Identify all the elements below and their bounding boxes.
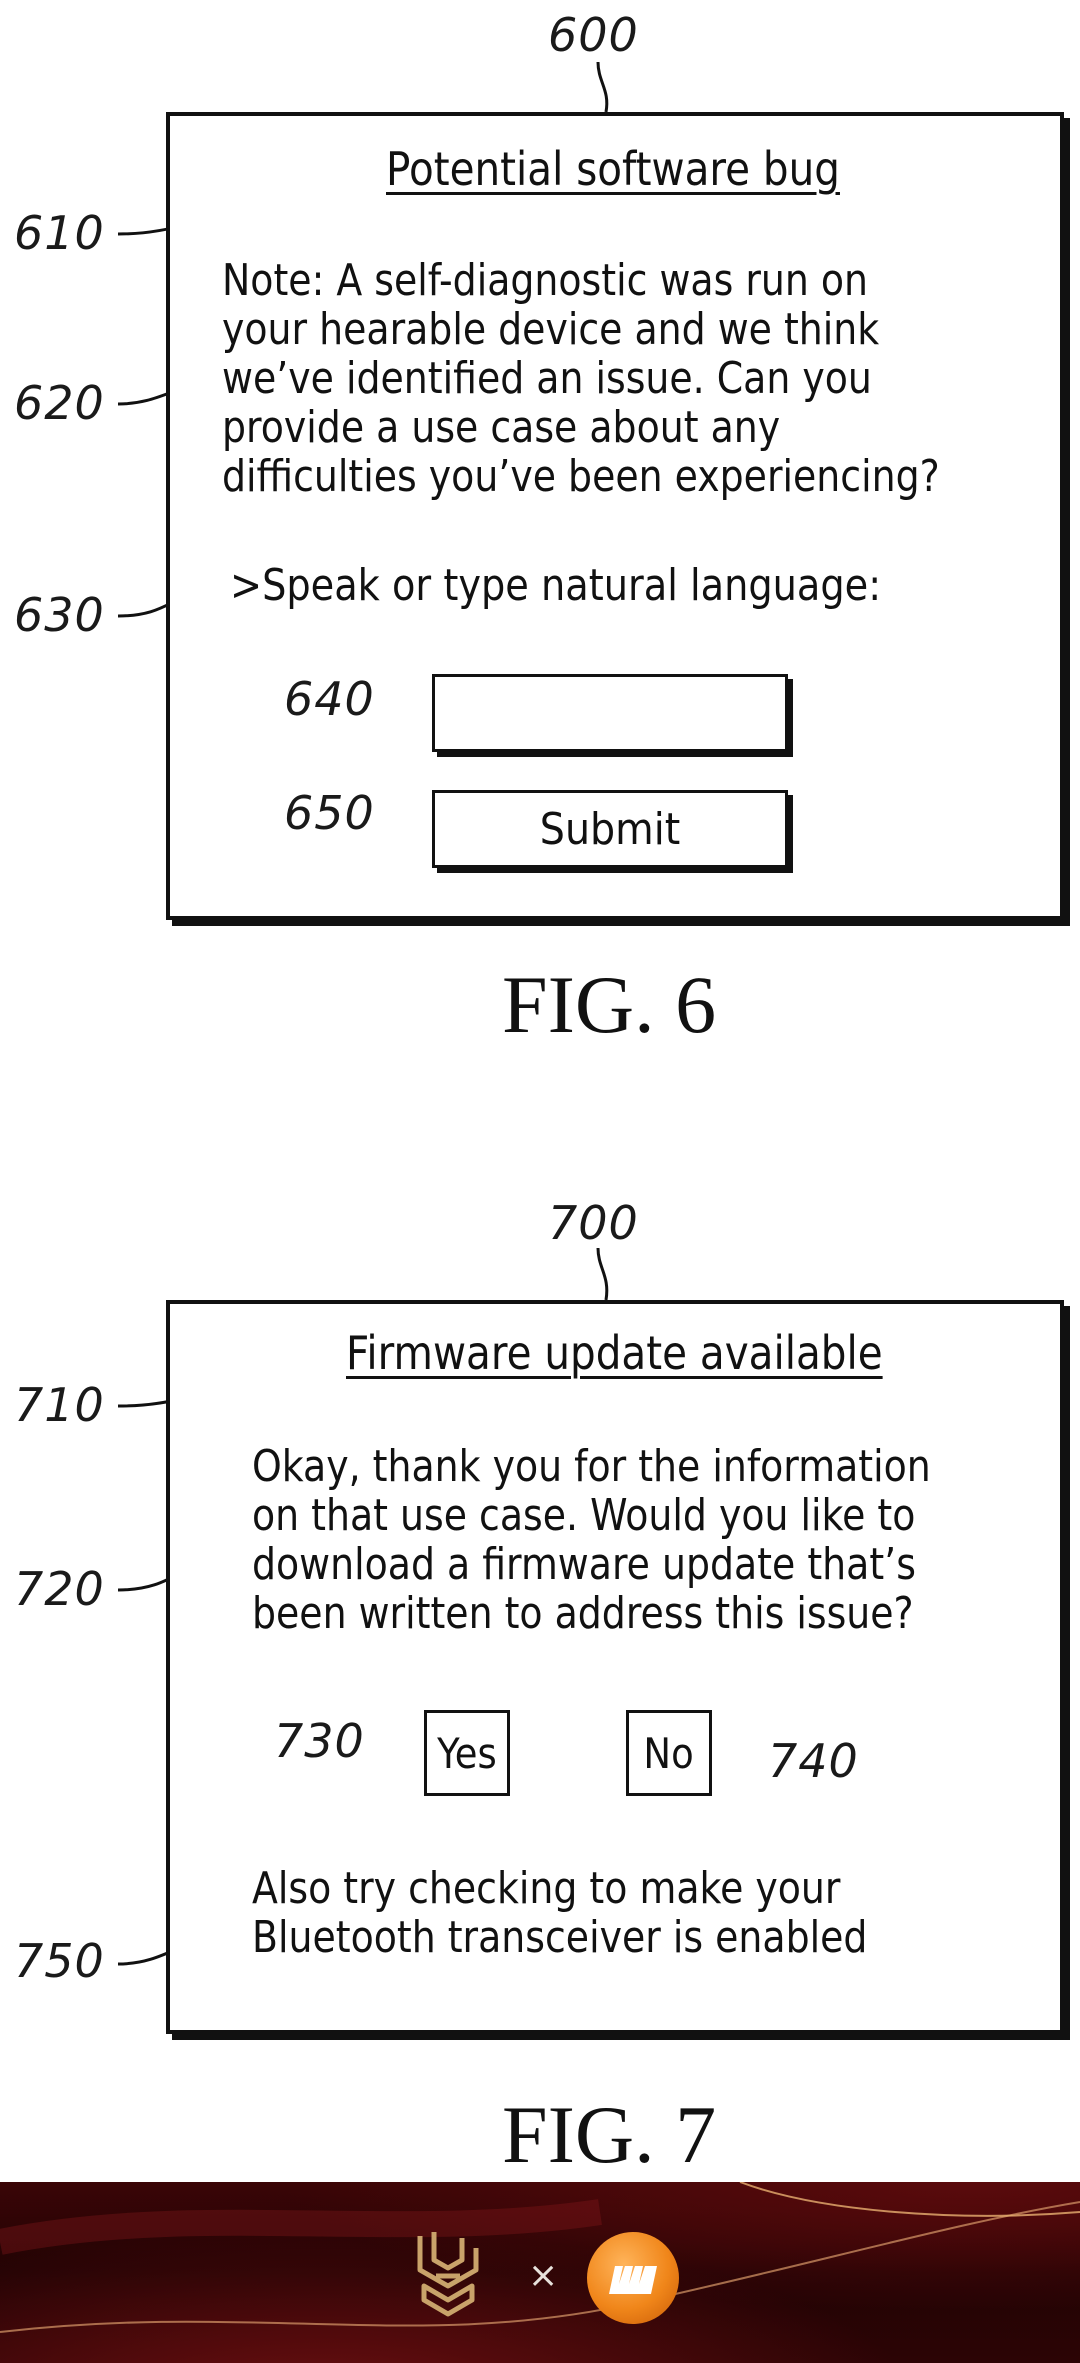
orange-circle-m-logo-icon	[587, 2232, 679, 2324]
ref-600: 600	[548, 8, 639, 62]
submit-button-label: Submit	[539, 803, 681, 855]
note-line: difficulties you’ve been experiencing?	[222, 451, 940, 502]
ref-700: 700	[548, 1196, 639, 1250]
note-line: we’ve identified an issue. Can you	[222, 353, 872, 404]
fig6-dialog-frame	[166, 112, 1064, 920]
submit-button[interactable]: Submit	[432, 790, 788, 868]
ref-610: 610	[14, 206, 105, 260]
fig7-message-text: Okay, thank you for the information on t…	[252, 1442, 931, 1638]
natural-language-input[interactable]	[432, 674, 788, 752]
ref-710: 710	[14, 1378, 105, 1432]
message-line: on that use case. Would you like to	[252, 1490, 916, 1541]
fig7-tip-text: Also try checking to make your Bluetooth…	[252, 1864, 867, 1962]
message-line: been written to address this issue?	[252, 1588, 914, 1639]
note-line: your hearable device and we think	[222, 304, 880, 355]
ref-630: 630	[14, 588, 105, 642]
ref-640: 640	[284, 672, 375, 726]
fig7-dialog-frame	[166, 1300, 1064, 2034]
fig6-note-text: Note: A self-diagnostic was run on your …	[222, 256, 940, 501]
m-mark-icon	[609, 2266, 657, 2294]
fig7-caption: FIG. 7	[502, 2089, 717, 2180]
yes-button[interactable]: Yes	[424, 1710, 510, 1796]
message-line: download a firmware update that’s	[252, 1539, 916, 1590]
geometric-monogram-logo-icon	[417, 2232, 479, 2317]
footer-banner	[0, 2182, 1080, 2363]
yes-button-label: Yes	[437, 1728, 497, 1778]
ref-730: 730	[274, 1714, 365, 1768]
ref-650: 650	[284, 786, 375, 840]
ref-750: 750	[14, 1934, 105, 1988]
fig6-prompt-text: >Speak or type natural language:	[230, 560, 882, 611]
message-line: Okay, thank you for the information	[252, 1441, 931, 1492]
fig6-dialog-title: Potential software bug	[386, 142, 840, 196]
tip-line: Also try checking to make your	[252, 1863, 841, 1914]
note-line: Note: A self-diagnostic was run on	[222, 255, 869, 306]
note-line: provide a use case about any	[222, 402, 781, 453]
fig7-dialog-title: Firmware update available	[346, 1326, 883, 1380]
tip-line: Bluetooth transceiver is enabled	[252, 1912, 868, 1963]
ref-620: 620	[14, 376, 105, 430]
no-button[interactable]: No	[626, 1710, 712, 1796]
ref-720: 720	[14, 1562, 105, 1616]
banner-separator: ×	[528, 2255, 559, 2296]
ref-740: 740	[768, 1734, 859, 1788]
no-button-label: No	[643, 1728, 695, 1778]
fig6-caption: FIG. 6	[502, 959, 717, 1050]
